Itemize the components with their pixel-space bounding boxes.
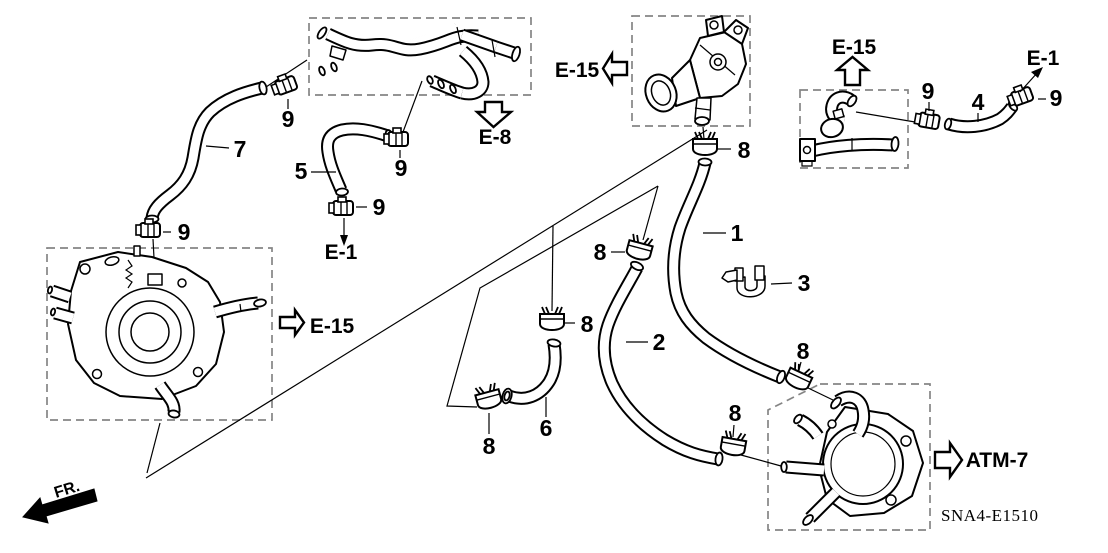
fr-direction-arrow: FR. <box>22 478 98 524</box>
callout-9-hose4-left: 9 <box>922 78 935 104</box>
clamp-9-d <box>328 196 354 216</box>
callout-9-hose7: 9 <box>178 219 191 245</box>
clamp-9-f <box>1004 81 1035 109</box>
callout-2: 2 <box>653 329 666 355</box>
e1-arrow-hose5 <box>340 218 348 246</box>
atf-warmer <box>780 390 924 526</box>
atm7-arrow <box>933 439 964 481</box>
callout-4: 4 <box>972 89 985 115</box>
hose-6 <box>501 338 562 405</box>
callout-9-hose5-top: 9 <box>395 155 408 181</box>
diagram-code: SNA4-E1510 <box>941 506 1039 525</box>
throttle-body <box>46 245 267 419</box>
clamp-8-a <box>692 131 718 156</box>
ref-label-atm7: ATM-7 <box>966 449 1029 472</box>
dashed-box-branch-pipe <box>308 17 532 96</box>
ref-label-e15-thermostat: E-15 <box>555 59 600 82</box>
ref-label-e1-hose5: E-1 <box>325 241 358 264</box>
clamp-9-a <box>268 70 299 98</box>
e15-arrow-throttle-body <box>278 306 306 339</box>
dashed-box-throttle-body <box>46 247 273 421</box>
dashed-box-water-outlet <box>799 89 909 169</box>
clamp-9-e <box>913 106 942 131</box>
e8-arrow <box>473 100 515 129</box>
callout-8-hose1-bottom: 8 <box>797 338 810 364</box>
ref-label-e8: E-8 <box>479 126 512 149</box>
callout-8-hose6-bottom: 8 <box>483 433 496 459</box>
hose-1 <box>667 157 786 385</box>
fr-label: FR. <box>52 478 82 502</box>
e15-arrow-water-outlet <box>833 55 872 87</box>
water-outlet-pipe <box>799 90 900 167</box>
callout-9-hose5-bottom: 9 <box>373 194 386 220</box>
callout-1: 1 <box>731 220 744 246</box>
callout-8-hose6-top: 8 <box>581 311 594 337</box>
hose-2 <box>597 260 724 467</box>
callout-8-thermostat: 8 <box>738 137 751 163</box>
dashed-box-thermostat <box>631 15 751 127</box>
ref-label-e15-throttle-body: E-15 <box>310 315 355 338</box>
e1-arrow-hose4 <box>1019 67 1043 93</box>
callout-6: 6 <box>540 415 553 441</box>
hose-clip-3 <box>721 265 766 298</box>
callout-leaders <box>163 98 1046 438</box>
dashed-box-atf-warmer <box>767 383 931 531</box>
clamp-8-b <box>624 232 656 263</box>
callout-8-hose2-bottom: 8 <box>729 400 742 426</box>
callout-7: 7 <box>234 136 247 162</box>
ref-label-e1-hose4: E-1 <box>1027 47 1060 70</box>
hose-7 <box>144 80 268 224</box>
callout-3: 3 <box>798 270 811 296</box>
callout-5: 5 <box>295 158 308 184</box>
water-branch-pipe-assembly <box>299 23 521 101</box>
clamp-8-d <box>472 381 504 412</box>
callout-8-hose2-top: 8 <box>594 239 607 265</box>
thermostat-housing <box>644 15 749 126</box>
clamps <box>135 70 1035 458</box>
callout-9-pipe: 9 <box>282 106 295 132</box>
callout-9-hose4-right: 9 <box>1050 85 1063 111</box>
ref-label-e15-water-outlet: E-15 <box>832 36 877 59</box>
e15-arrow-thermostat <box>601 49 629 88</box>
